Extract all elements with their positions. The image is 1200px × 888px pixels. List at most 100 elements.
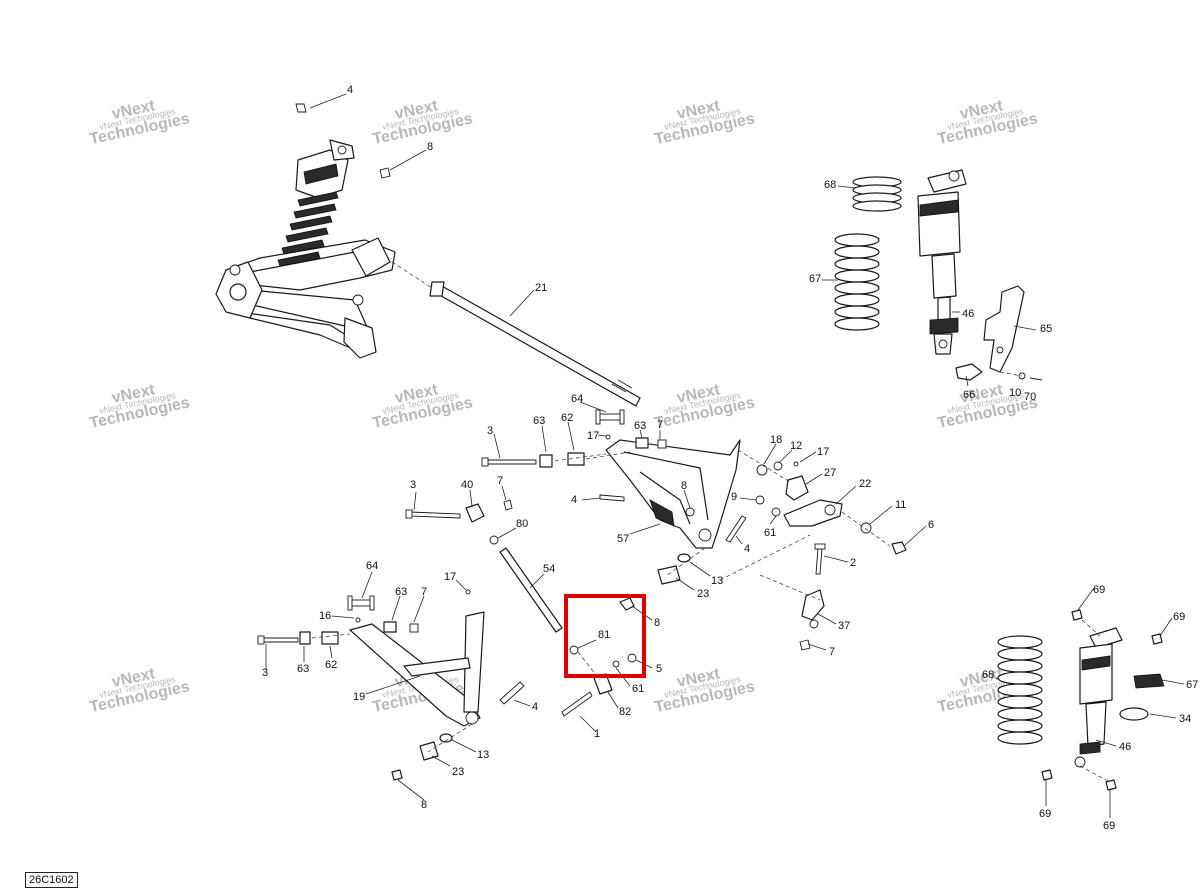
callout-3: 3 — [410, 479, 416, 491]
ball-joint-27 — [785, 475, 809, 501]
callout-40: 40 — [461, 479, 473, 491]
nut-69a — [1071, 609, 1083, 621]
nut-69c — [1041, 769, 1053, 781]
callout-61: 61 — [632, 683, 644, 695]
washer-81 — [569, 645, 579, 655]
callout-46: 46 — [962, 308, 974, 320]
callout-63: 63 — [634, 420, 646, 432]
callout-2: 2 — [850, 557, 856, 569]
callout-69: 69 — [1173, 611, 1185, 623]
bushing-40 — [465, 503, 485, 523]
callout-4: 4 — [744, 543, 750, 555]
callout-7: 7 — [829, 646, 835, 658]
callout-7: 7 — [421, 586, 427, 598]
callout-23: 23 — [452, 766, 464, 778]
washer-61b — [612, 660, 620, 668]
callout-11: 11 — [895, 499, 906, 511]
bushing-23a — [657, 565, 681, 585]
sleeve-62b — [321, 631, 339, 645]
bushing-63d — [383, 621, 397, 633]
bolt-2 — [814, 543, 826, 575]
callout-63: 63 — [533, 415, 545, 427]
callout-9: 9 — [731, 491, 737, 503]
callout-54: 54 — [543, 563, 555, 575]
callout-63: 63 — [395, 586, 407, 598]
callout-64: 64 — [366, 560, 378, 572]
callout-8: 8 — [421, 799, 427, 811]
callout-65: 65 — [1040, 323, 1052, 335]
rod-54 — [499, 547, 563, 633]
callout-4: 4 — [571, 494, 577, 506]
callout-6: 6 — [928, 519, 934, 531]
watermark: vNext Technologies vNext Technologies — [371, 97, 474, 148]
callout-68: 68 — [982, 669, 994, 681]
grease-fitting-16 — [355, 617, 361, 623]
callout-57: 57 — [617, 533, 629, 545]
callout-82: 82 — [619, 706, 631, 718]
callout-3: 3 — [262, 667, 268, 679]
callout-69: 69 — [1039, 808, 1051, 820]
callout-4: 4 — [532, 701, 538, 713]
o-ring-18 — [756, 464, 768, 476]
callout-37: 37 — [838, 620, 850, 632]
callout-1: 1 — [594, 728, 600, 740]
spring-68-lower — [997, 635, 1043, 745]
steering-arm-22 — [783, 499, 843, 527]
leader-lines — [265, 93, 1185, 818]
watermark: vNext Technologies vNext Technologies — [88, 665, 191, 716]
callout-17: 17 — [587, 430, 599, 442]
callout-21: 21 — [535, 282, 547, 294]
callout-68: 68 — [824, 179, 836, 191]
tie-rod-end-37 — [801, 589, 825, 629]
callout-4: 4 — [347, 84, 353, 96]
grease-fitting-17c — [465, 589, 471, 595]
nut-7b — [799, 639, 811, 651]
bolt-4b — [599, 494, 625, 502]
nut-7d — [409, 623, 419, 633]
callout-8: 8 — [427, 141, 433, 153]
watermark: vNext Technologies vNext Technologies — [936, 381, 1039, 432]
nut-69d — [1105, 779, 1117, 791]
callout-80: 80 — [516, 518, 528, 530]
callout-61: 61 — [764, 527, 776, 539]
watermark: vNext Technologies vNext Technologies — [88, 97, 191, 148]
callout-17: 17 — [817, 446, 829, 458]
callout-8: 8 — [654, 617, 660, 629]
sleeve-62a — [567, 452, 585, 466]
assembled-spring — [277, 191, 339, 267]
nut-6 — [891, 541, 907, 555]
callout-70: 70 — [1024, 391, 1036, 403]
watermark: vNext Technologies vNext Technologies — [936, 97, 1039, 148]
o-ring-13a — [677, 553, 691, 563]
bolt-3a — [481, 457, 537, 467]
bolt-1 — [561, 691, 593, 717]
adjuster-34 — [1119, 707, 1149, 721]
highlight-box — [564, 594, 646, 678]
spring-68-upper — [852, 176, 902, 212]
grease-fitting-17b — [793, 461, 799, 467]
callout-labels: 4 8 21 68 67 46 65 66 10 70 3 63 62 64 1… — [262, 84, 1198, 832]
bolt-3c — [257, 635, 299, 645]
callout-34: 34 — [1179, 713, 1191, 725]
nut-69b — [1151, 633, 1163, 645]
callout-3: 3 — [487, 425, 493, 437]
nut-5 — [627, 653, 637, 663]
callout-69: 69 — [1093, 584, 1105, 596]
callout-23: 23 — [697, 588, 709, 600]
callout-67: 67 — [1186, 679, 1198, 691]
callout-10: 10 — [1009, 387, 1021, 399]
pin-64b — [347, 595, 375, 611]
nut-8d — [391, 769, 403, 781]
callout-81: 81 — [598, 629, 610, 641]
watermark: vNext Technologies vNext Technologies — [653, 665, 756, 716]
nut-80 — [489, 535, 499, 545]
callout-18: 18 — [770, 434, 782, 446]
bushing-63c — [299, 631, 311, 645]
callout-69: 69 — [1103, 820, 1115, 832]
drive-shaft — [429, 281, 641, 407]
callout-27: 27 — [824, 467, 836, 479]
callout-19: 19 — [353, 691, 365, 703]
watermark: vNext Technologies vNext Technologies — [653, 97, 756, 148]
